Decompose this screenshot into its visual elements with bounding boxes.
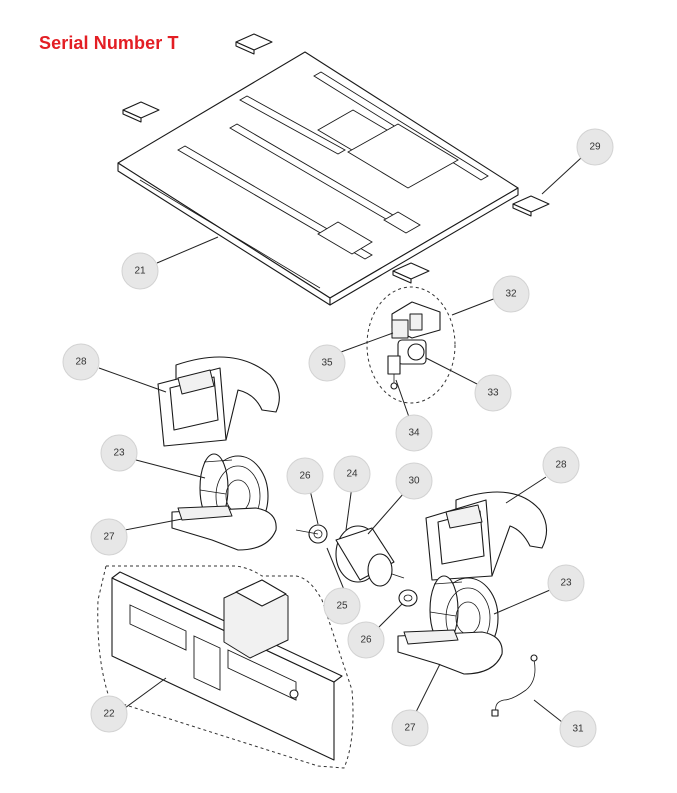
motor-part <box>295 524 405 587</box>
bracket-part <box>235 33 273 55</box>
callout-22: 22 <box>90 695 128 733</box>
blower-housing-part <box>425 491 548 581</box>
callout-26-bottom: 26 <box>347 621 385 659</box>
wire-harness-part <box>491 654 538 717</box>
callout-29: 29 <box>576 128 614 166</box>
valve-assembly-part <box>387 301 441 390</box>
callout-label: 34 <box>408 428 420 439</box>
callout-28-left: 28 <box>62 343 100 381</box>
callout-33: 33 <box>474 374 512 412</box>
callout-23-left: 23 <box>100 434 138 472</box>
callout-26-top: 26 <box>286 457 324 495</box>
callout-24: 24 <box>333 455 371 493</box>
callout-label: 30 <box>408 476 420 487</box>
callout-label: 25 <box>336 601 348 612</box>
leader-lines <box>98 157 582 723</box>
callout-25: 25 <box>323 587 361 625</box>
bracket-part <box>392 262 430 284</box>
callout-label: 21 <box>134 266 146 277</box>
lower-housing-part <box>171 505 277 551</box>
blower-housing-part <box>157 356 280 447</box>
bracket-part <box>122 101 160 123</box>
callout-label: 22 <box>103 709 115 720</box>
callout-label: 23 <box>113 448 125 459</box>
bracket-part <box>512 195 550 217</box>
callout-31: 31 <box>559 710 597 748</box>
callout-label: 27 <box>404 723 416 734</box>
lower-housing-part <box>397 629 503 675</box>
callout-label: 35 <box>321 358 333 369</box>
callout-label: 26 <box>299 471 311 482</box>
callout-label: 28 <box>75 357 87 368</box>
bracket-panel-part <box>111 571 343 761</box>
callout-32: 32 <box>492 275 530 313</box>
callout-label: 28 <box>555 460 567 471</box>
callout-label: 29 <box>589 142 601 153</box>
callout-27-right: 27 <box>391 709 429 747</box>
callout-label: 32 <box>505 289 517 300</box>
callout-27-left: 27 <box>90 518 128 556</box>
callout-label: 23 <box>560 578 572 589</box>
callout-label: 24 <box>346 469 358 480</box>
motor-mount-ring-part <box>398 589 418 607</box>
callout-23-right: 23 <box>547 564 585 602</box>
callout-label: 33 <box>487 388 499 399</box>
top-panel-part <box>117 51 519 306</box>
valve-assembly-outline <box>366 286 456 404</box>
callout-28-right: 28 <box>542 446 580 484</box>
callout-21: 21 <box>121 252 159 290</box>
callout-label: 27 <box>103 532 115 543</box>
callout-34: 34 <box>395 414 433 452</box>
callout-label: 26 <box>360 635 372 646</box>
callout-35: 35 <box>308 344 346 382</box>
page-title: Serial Number T <box>39 33 179 53</box>
callout-label: 31 <box>572 724 584 735</box>
callout-30: 30 <box>395 462 433 500</box>
bracket-panel-outline <box>97 565 354 769</box>
